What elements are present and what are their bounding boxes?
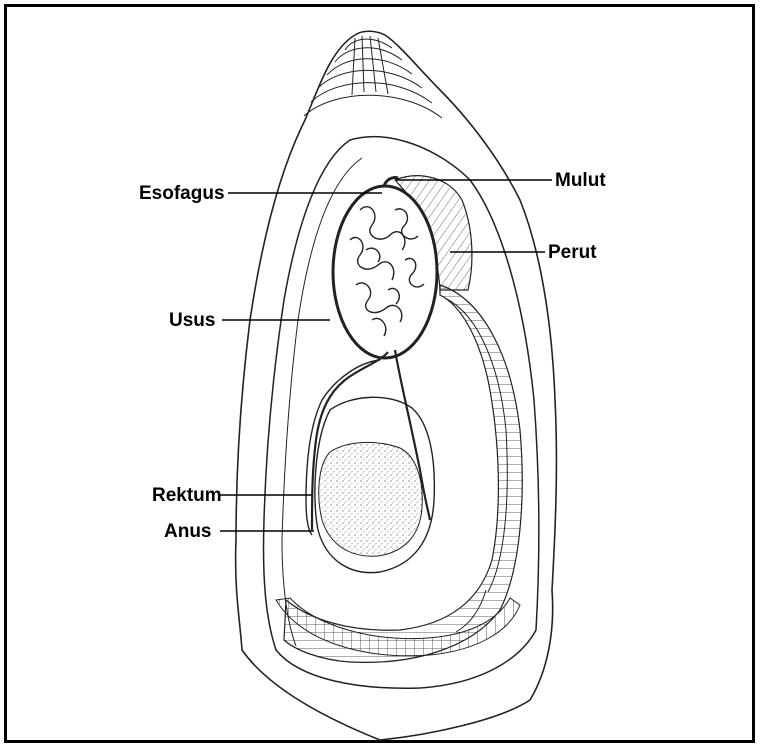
- label-anus: Anus: [164, 521, 212, 542]
- label-esofagus: Esofagus: [139, 183, 225, 204]
- label-perut: Perut: [548, 242, 597, 263]
- label-rektum: Rektum: [152, 485, 222, 506]
- label-usus: Usus: [169, 310, 215, 331]
- stippled-mass: [319, 442, 423, 556]
- label-mulut: Mulut: [555, 170, 606, 191]
